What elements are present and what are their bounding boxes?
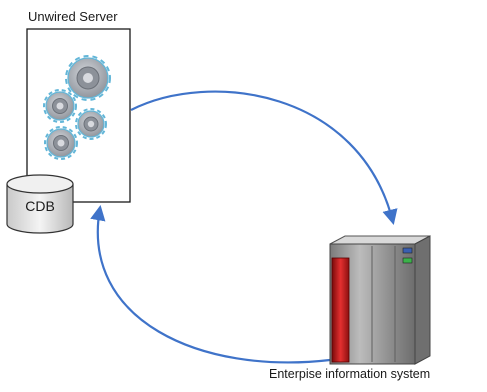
cdb-label: CDB [25,198,55,214]
cdb-database-icon [6,174,74,234]
enterprise-system-label: Enterpise information system [269,367,431,381]
unwired-server [26,28,131,203]
enterprise-server-icon [329,235,431,365]
gear-large-icon [65,55,111,101]
arrow-eis-to-server [90,204,331,364]
unwired-server-label: Unwired Server [28,9,118,24]
gears-icon [43,55,111,160]
gear-small-left-icon [43,89,77,123]
gear-small-right-icon [75,108,107,140]
gear-small-bottom-icon [44,126,78,160]
arrow-server-to-eis [130,90,398,225]
